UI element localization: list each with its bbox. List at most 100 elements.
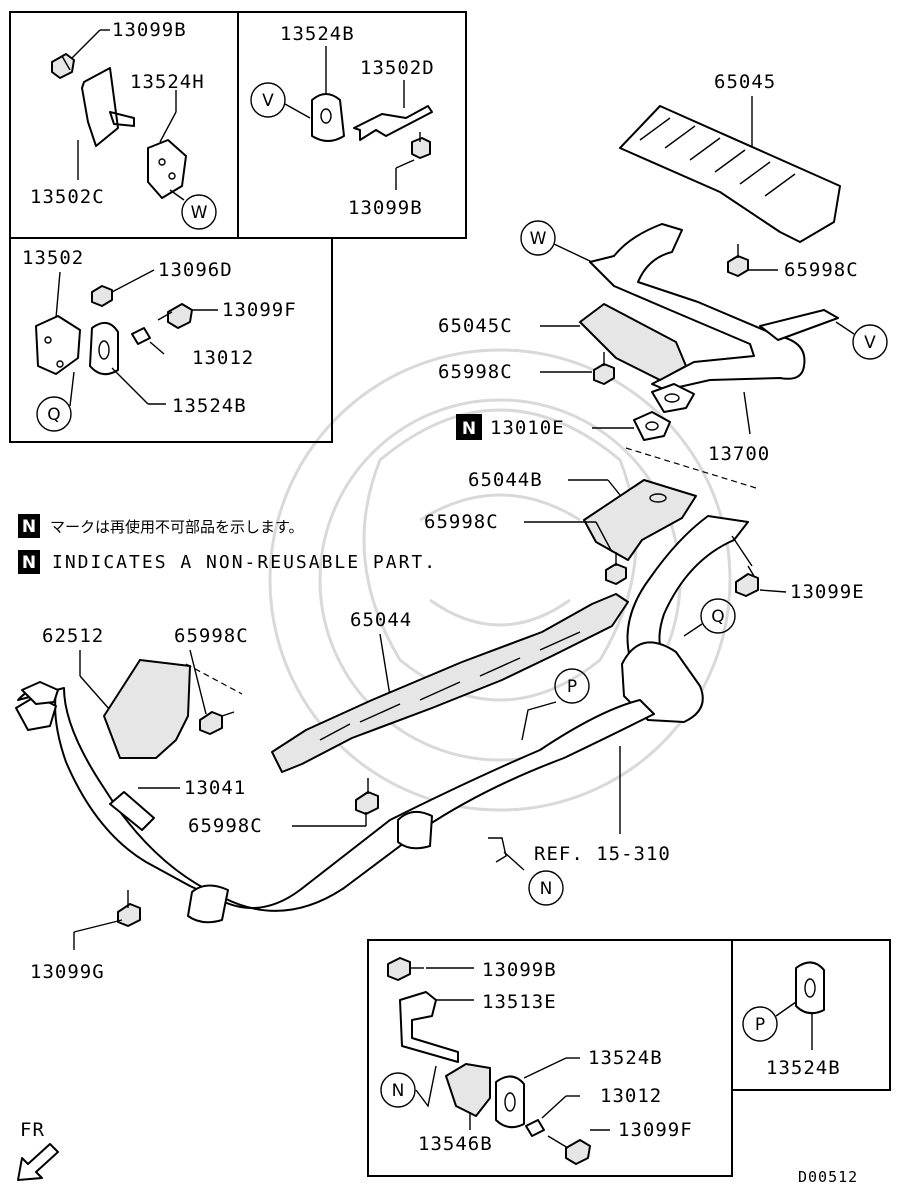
note-english: INDICATES A NON-REUSABLE PART.: [52, 552, 437, 573]
label-65998C-c: 65998C: [424, 511, 499, 533]
label-65045: 65045: [714, 71, 776, 93]
collar-13012-a: [131, 327, 151, 345]
svg-text:P: P: [567, 677, 577, 697]
label-13502C: 13502C: [30, 186, 105, 208]
label-13012-b: 13012: [600, 1085, 662, 1107]
watermark: [268, 348, 732, 812]
bracket-13546B: [445, 1063, 491, 1117]
callout-v-a: [250, 82, 286, 118]
bracket-13041: [109, 791, 155, 831]
label-65045C: 65045C: [438, 315, 513, 337]
nut-13096D: [91, 285, 113, 307]
bolt-65998C-b: [593, 352, 615, 385]
pipe-joint-a: [187, 884, 229, 924]
label-13502D: 13502D: [360, 57, 435, 79]
gasket-13010E: [633, 411, 671, 441]
detail-box-q: [9, 237, 333, 443]
label-13513E: 13513E: [482, 991, 557, 1013]
callout-p-b: [742, 1006, 778, 1042]
bolt-65998C-e: [355, 778, 379, 815]
label-13099B-b: 13099B: [348, 197, 423, 219]
svg-text:N: N: [22, 553, 36, 573]
label-13041: 13041: [184, 777, 246, 799]
diagram-code: D00512: [798, 1168, 858, 1186]
callout-n-b: [380, 1072, 416, 1108]
front-pipe: [17, 687, 655, 912]
label-13700: 13700: [708, 443, 770, 465]
label-13099B-a: 13099B: [112, 19, 187, 41]
hanger-13524B-d: [795, 961, 825, 1015]
n-badge-c: [18, 550, 40, 574]
n-badge-b: [18, 514, 40, 538]
callout-q-a: [36, 396, 72, 432]
label-13524B-a: 13524B: [280, 23, 355, 45]
bolt-13099G: [117, 890, 141, 927]
tail-pipe-bracket: [759, 309, 839, 341]
bolt-13099E: [735, 565, 759, 597]
rubber-13524H: [147, 139, 187, 199]
bolt-13099B-c: [387, 957, 424, 981]
bracket-13502D: [353, 105, 433, 141]
bolt-65998C-d: [199, 711, 235, 735]
label-13010E: 13010E: [490, 417, 565, 439]
svg-text:N: N: [392, 1081, 405, 1101]
hanger-13524B-b: [89, 321, 119, 376]
bolt-65998C-c: [605, 552, 627, 585]
label-65044B: 65044B: [468, 469, 543, 491]
heat-shield-65045: [619, 105, 841, 243]
heat-shield-65044B: [583, 479, 697, 561]
bracket-62512: [103, 659, 191, 759]
callout-n-a: [528, 870, 564, 906]
label-13524B-c: 13524B: [588, 1047, 663, 1069]
svg-text:N: N: [22, 517, 36, 537]
label-13099E: 13099E: [790, 581, 865, 603]
svg-text:N: N: [462, 419, 476, 439]
collar-13012-b: [525, 1119, 545, 1137]
svg-text:W: W: [530, 229, 547, 249]
front-flange-b: [21, 681, 59, 705]
bolt-13099B-b: [411, 132, 431, 159]
bracket-13502: [35, 315, 81, 375]
label-13099G: 13099G: [30, 961, 105, 983]
svg-text:N: N: [540, 879, 553, 899]
callout-w-a: [181, 194, 217, 230]
detail-box-p: [731, 939, 891, 1091]
label-13099F-a: 13099F: [222, 299, 297, 321]
label-13502: 13502: [22, 247, 84, 269]
bolt-13099B-a: [51, 53, 75, 79]
label-13099F-b: 13099F: [618, 1119, 693, 1141]
bolt-65998C-a: [727, 244, 749, 277]
tail-pipe-13700: [589, 223, 806, 391]
label-62512: 62512: [42, 625, 104, 647]
svg-text:V: V: [262, 91, 274, 111]
label-65998C-a: 65998C: [784, 259, 859, 281]
callout-v-b: [852, 324, 888, 360]
heat-shield-65045C: [579, 303, 687, 381]
bracket-13502C: [81, 67, 135, 147]
svg-text:Q: Q: [47, 405, 60, 425]
bolt-13099F-b: [547, 1135, 591, 1165]
label-13012-a: 13012: [192, 347, 254, 369]
label-ref: REF. 15-310: [534, 843, 671, 865]
label-13524H: 13524H: [130, 71, 205, 93]
label-13524B-d: 13524B: [766, 1057, 841, 1079]
svg-text:W: W: [191, 203, 208, 223]
callout-w-b: [520, 220, 556, 256]
label-65044: 65044: [350, 609, 412, 631]
bolt-13099F-a: [157, 303, 193, 329]
label-13524B-b: 13524B: [172, 395, 247, 417]
label-65998C-e: 65998C: [188, 815, 263, 837]
flange-13700: [651, 383, 695, 413]
svg-text:Q: Q: [711, 607, 724, 627]
label-65998C-b: 65998C: [438, 361, 513, 383]
callout-q-b: [700, 598, 736, 634]
svg-text:V: V: [864, 333, 876, 353]
note-japanese: マークは再使用不可部品を示します。: [50, 518, 304, 536]
callout-p-a: [554, 668, 590, 704]
direction-label: FR: [20, 1119, 45, 1141]
label-13546B: 13546B: [418, 1133, 493, 1155]
svg-text:P: P: [755, 1015, 765, 1035]
front-arrow-icon: [17, 1143, 59, 1181]
